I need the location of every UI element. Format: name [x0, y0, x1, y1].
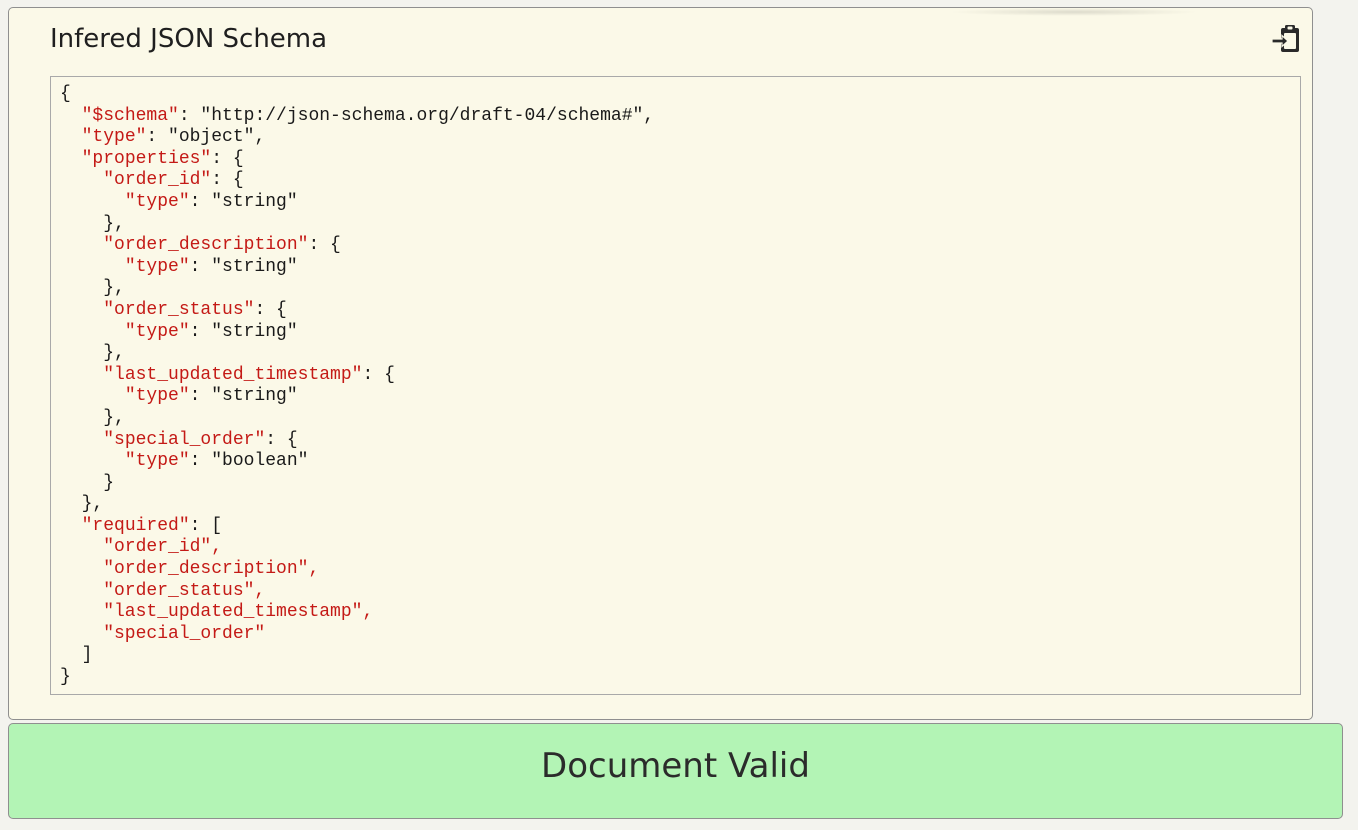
code-line: "last_updated_timestamp",	[60, 602, 654, 624]
code-line: ]	[60, 645, 654, 667]
code-line: "order_id": {	[60, 170, 654, 192]
code-line: }	[60, 473, 654, 495]
code-key-token: "order_id",	[60, 537, 223, 558]
code-text-token	[60, 300, 103, 320]
code-line: "special_order"	[60, 624, 654, 646]
panel-top-shadow	[949, 8, 1199, 16]
code-lines: { "$schema": "http://json-schema.org/dra…	[60, 84, 654, 689]
code-line: "order_status": {	[60, 300, 654, 322]
code-text-token: : "string"	[189, 386, 298, 407]
code-line: "$schema": "http://json-schema.org/draft…	[60, 105, 655, 128]
code-text-token: },	[60, 343, 125, 364]
code-text-token: },	[60, 213, 125, 234]
document-status-text: Document Valid	[541, 746, 810, 786]
code-text-token: ]	[60, 645, 93, 666]
code-text-token	[60, 257, 125, 277]
code-text-token	[60, 322, 125, 342]
code-line: "last_updated_timestamp": {	[60, 365, 654, 387]
code-line: "type": "object",	[60, 127, 654, 149]
code-text-token: },	[60, 407, 125, 428]
code-text-token: : {	[254, 299, 287, 320]
code-line: "type": "string"	[60, 322, 654, 344]
code-key-token: "type"	[124, 191, 190, 212]
code-text-token	[60, 170, 103, 190]
code-key-token: "order_description",	[60, 559, 320, 580]
code-line: "type": "string"	[60, 257, 654, 279]
panel-title: Infered JSON Schema	[50, 24, 328, 54]
code-text-token	[60, 192, 125, 212]
code-text-token: },	[60, 494, 104, 515]
code-line: "type": "string"	[60, 192, 654, 214]
code-line: },	[60, 408, 654, 430]
code-line: "order_id",	[60, 537, 654, 559]
code-key-token: "properties"	[81, 148, 212, 169]
schema-panel: Infered JSON Schema { "$schema": "http:/…	[8, 7, 1313, 720]
code-line: "type": "boolean"	[60, 451, 654, 473]
code-text-token: : {	[265, 429, 298, 450]
code-line: "type": "string"	[60, 386, 654, 408]
code-key-token: "type"	[124, 451, 190, 472]
code-line: }	[60, 667, 654, 689]
code-text-token: : "boolean"	[189, 451, 309, 472]
code-text-token	[60, 149, 82, 169]
code-text-token	[60, 386, 125, 406]
code-text-token: }	[60, 667, 71, 688]
code-key-token: "last_updated_timestamp"	[103, 364, 363, 385]
code-key-token: "order_id"	[103, 170, 212, 191]
code-text-token	[60, 235, 103, 255]
code-line: },	[60, 214, 654, 236]
code-text-token: {	[60, 84, 71, 104]
code-key-token: "last_updated_timestamp",	[60, 602, 374, 623]
code-line: "order_description": {	[60, 235, 654, 257]
code-line: "required": [	[60, 516, 654, 538]
code-line: {	[60, 84, 654, 106]
code-line: "properties": {	[60, 149, 654, 171]
code-line: "order_status",	[60, 581, 654, 603]
code-line: },	[60, 278, 654, 300]
code-text-token	[60, 127, 82, 147]
code-key-token: "order_status"	[103, 299, 255, 320]
code-text-token	[60, 430, 103, 450]
code-text-token: : {	[362, 364, 395, 385]
code-key-token: "required"	[81, 515, 190, 536]
schema-code-box[interactable]: { "$schema": "http://json-schema.org/dra…	[50, 76, 1301, 695]
code-text-token: : {	[211, 170, 244, 191]
code-text-token: },	[60, 278, 125, 299]
code-key-token: "type"	[124, 256, 190, 277]
code-text-token: : {	[308, 235, 341, 256]
code-key-token: "special_order"	[103, 429, 266, 450]
code-text-token	[60, 516, 82, 536]
copy-to-clipboard-button[interactable]	[1270, 24, 1302, 56]
code-text-token: : [	[189, 515, 223, 536]
code-key-token: "$schema"	[81, 105, 179, 126]
code-text-token: : "http://json-schema.org/draft-04/schem…	[178, 105, 655, 126]
code-line: "order_description",	[60, 559, 654, 581]
document-status-bar: Document Valid	[8, 723, 1343, 819]
code-text-token: : "string"	[189, 191, 298, 212]
code-line: },	[60, 343, 654, 365]
code-line: "special_order": {	[60, 430, 654, 452]
code-key-token: "special_order"	[60, 623, 266, 644]
code-key-token: "type"	[81, 127, 147, 148]
code-line: },	[60, 494, 654, 516]
code-text-token	[60, 106, 82, 126]
code-key-token: "type"	[124, 386, 190, 407]
code-text-token: }	[60, 472, 115, 493]
code-text-token: : "object",	[146, 127, 266, 148]
code-key-token: "order_status",	[60, 580, 266, 601]
code-text-token: : "string"	[189, 256, 298, 277]
code-text-token	[60, 365, 103, 385]
code-key-token: "type"	[124, 321, 190, 342]
code-text-token	[60, 451, 125, 471]
code-text-token: : {	[211, 148, 244, 169]
code-key-token: "order_description"	[103, 235, 309, 256]
code-text-token: : "string"	[189, 321, 298, 342]
clipboard-paste-icon	[1271, 25, 1299, 52]
